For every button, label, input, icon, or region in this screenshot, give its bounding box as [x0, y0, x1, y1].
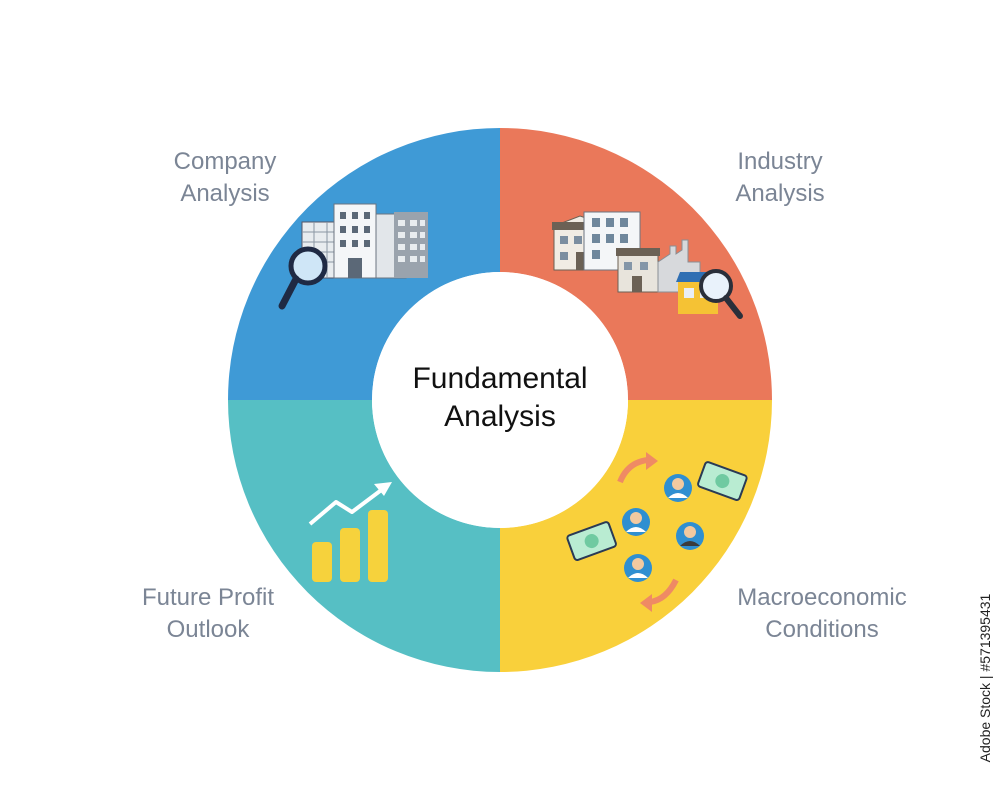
office-buildings-magnifier-icon	[278, 203, 428, 310]
segment-profit	[228, 400, 500, 672]
label-company-line2: Analysis	[180, 180, 270, 207]
label-company-analysis: Company Analysis	[150, 146, 300, 210]
person-avatar-icon	[664, 474, 692, 502]
label-profit-line1: Future Profit	[141, 584, 275, 611]
person-avatar-icon	[624, 554, 652, 582]
center-circle	[372, 272, 628, 528]
stock-credit-text: Adobe Stock | #571395431	[977, 593, 993, 763]
label-future-profit-outlook: Future Profit Outlook	[118, 582, 298, 646]
label-company-line1: Company	[173, 148, 277, 175]
label-profit-line2: Outlook	[166, 616, 250, 643]
label-industry-line1: Industry	[737, 148, 823, 175]
people-money-cycle-icon	[566, 452, 748, 612]
stock-credit: Adobe Stock | #571395431	[975, 560, 995, 800]
person-avatar-icon	[676, 522, 704, 550]
label-macro-line1: Macroeconomic	[737, 584, 907, 611]
bar-chart-rising-arrow-icon	[308, 482, 392, 582]
center-title-line1: Fundamental	[412, 362, 588, 395]
label-macro-line2: Conditions	[765, 616, 879, 643]
center-title: Fundamental Analysis	[375, 360, 625, 436]
banknote-icon	[697, 461, 748, 501]
label-industry-line2: Analysis	[735, 180, 825, 207]
label-industry-analysis: Industry Analysis	[700, 146, 860, 210]
person-avatar-icon	[622, 508, 650, 536]
label-macroeconomic-conditions: Macroeconomic Conditions	[712, 582, 932, 646]
banknote-icon	[566, 521, 617, 561]
industry-buildings-magnifier-icon	[552, 211, 743, 319]
center-title-line2: Analysis	[444, 400, 556, 433]
